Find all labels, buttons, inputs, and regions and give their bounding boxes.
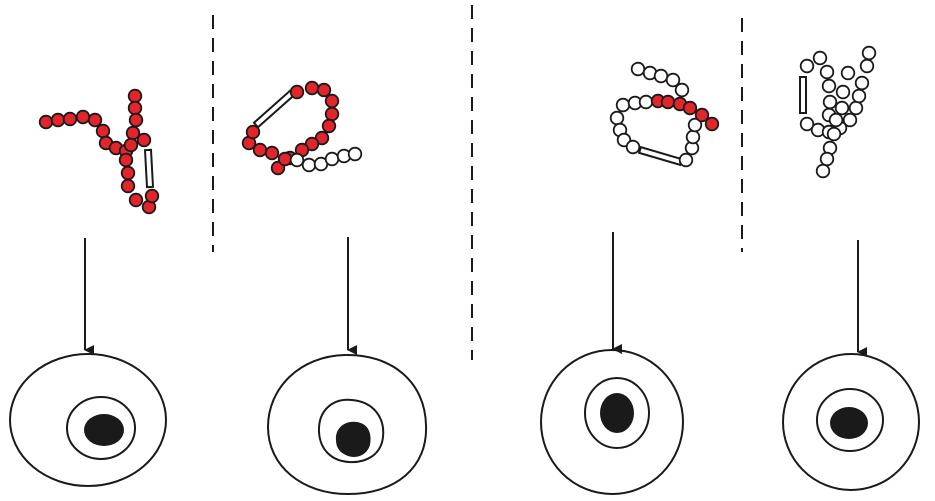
bead-empty bbox=[349, 148, 362, 161]
bead-filled bbox=[318, 84, 331, 97]
bead-filled bbox=[120, 154, 133, 167]
bead-empty bbox=[850, 102, 863, 115]
bead-filled bbox=[706, 118, 719, 131]
bead-filled bbox=[247, 126, 260, 139]
bead-empty bbox=[627, 141, 640, 154]
bead-filled bbox=[89, 114, 102, 127]
bead-filled bbox=[77, 111, 90, 124]
bead-empty bbox=[830, 114, 843, 127]
bead-empty bbox=[617, 99, 630, 112]
bead-filled bbox=[52, 114, 65, 127]
linker-bar bbox=[800, 77, 806, 113]
nucleolus bbox=[600, 393, 634, 433]
bead-empty bbox=[856, 77, 869, 90]
linker-bar bbox=[639, 147, 682, 165]
bead-empty bbox=[611, 112, 624, 125]
bead-filled bbox=[291, 86, 304, 99]
chain-3 bbox=[611, 63, 719, 167]
bead-filled bbox=[326, 108, 339, 121]
cell-1 bbox=[10, 354, 166, 486]
bead-filled bbox=[279, 153, 292, 166]
bead-filled bbox=[122, 167, 135, 180]
bead-filled bbox=[129, 90, 142, 103]
bead-empty bbox=[326, 153, 339, 166]
bead-empty bbox=[655, 70, 668, 83]
bead-filled bbox=[40, 116, 53, 129]
bead-empty bbox=[817, 165, 830, 178]
bead-empty bbox=[814, 52, 827, 65]
bead-empty bbox=[824, 96, 837, 109]
bead-empty bbox=[687, 131, 700, 144]
bead-empty bbox=[667, 74, 680, 87]
bead-empty bbox=[801, 118, 814, 131]
bead-filled bbox=[130, 114, 143, 127]
bead-filled bbox=[125, 139, 138, 152]
bead-empty bbox=[861, 60, 874, 73]
chain-2 bbox=[243, 82, 362, 175]
bead-empty bbox=[821, 153, 834, 166]
bead-filled bbox=[97, 125, 110, 138]
bead-filled bbox=[129, 102, 142, 115]
bead-filled bbox=[146, 190, 159, 203]
linker-bar bbox=[145, 150, 153, 187]
cell-4 bbox=[783, 354, 919, 490]
nucleolus bbox=[84, 414, 124, 446]
bead-empty bbox=[801, 60, 814, 73]
bead-filled bbox=[662, 96, 675, 109]
bead-filled bbox=[326, 95, 339, 108]
bead-empty bbox=[823, 80, 836, 93]
cell-3 bbox=[541, 350, 683, 494]
bead-empty bbox=[836, 102, 849, 115]
bead-empty bbox=[837, 86, 850, 99]
nucleolus bbox=[336, 422, 371, 457]
bead-filled bbox=[64, 113, 77, 126]
bead-empty bbox=[863, 47, 876, 60]
bead-empty bbox=[676, 84, 689, 97]
cell-membrane bbox=[10, 354, 166, 486]
chain-1 bbox=[40, 90, 159, 214]
bead-empty bbox=[828, 128, 841, 141]
bead-empty bbox=[842, 67, 855, 80]
nucleolus bbox=[830, 407, 868, 439]
bead-empty bbox=[821, 66, 834, 79]
bead-filled bbox=[323, 120, 336, 133]
bead-filled bbox=[306, 82, 319, 95]
bead-empty bbox=[303, 159, 316, 172]
bead-filled bbox=[266, 147, 279, 160]
bead-empty bbox=[632, 63, 645, 76]
bead-filled bbox=[684, 102, 697, 115]
bead-filled bbox=[122, 180, 135, 193]
bead-filled bbox=[696, 109, 709, 122]
chain-4 bbox=[800, 47, 875, 178]
bead-empty bbox=[853, 90, 866, 103]
bead-empty bbox=[291, 154, 304, 167]
bead-empty bbox=[680, 154, 693, 167]
bead-empty bbox=[844, 114, 857, 127]
bead-filled bbox=[138, 134, 151, 147]
linker-bar bbox=[254, 91, 294, 127]
bead-empty bbox=[640, 96, 653, 109]
bead-filled bbox=[130, 194, 143, 207]
cell-2 bbox=[268, 355, 426, 494]
